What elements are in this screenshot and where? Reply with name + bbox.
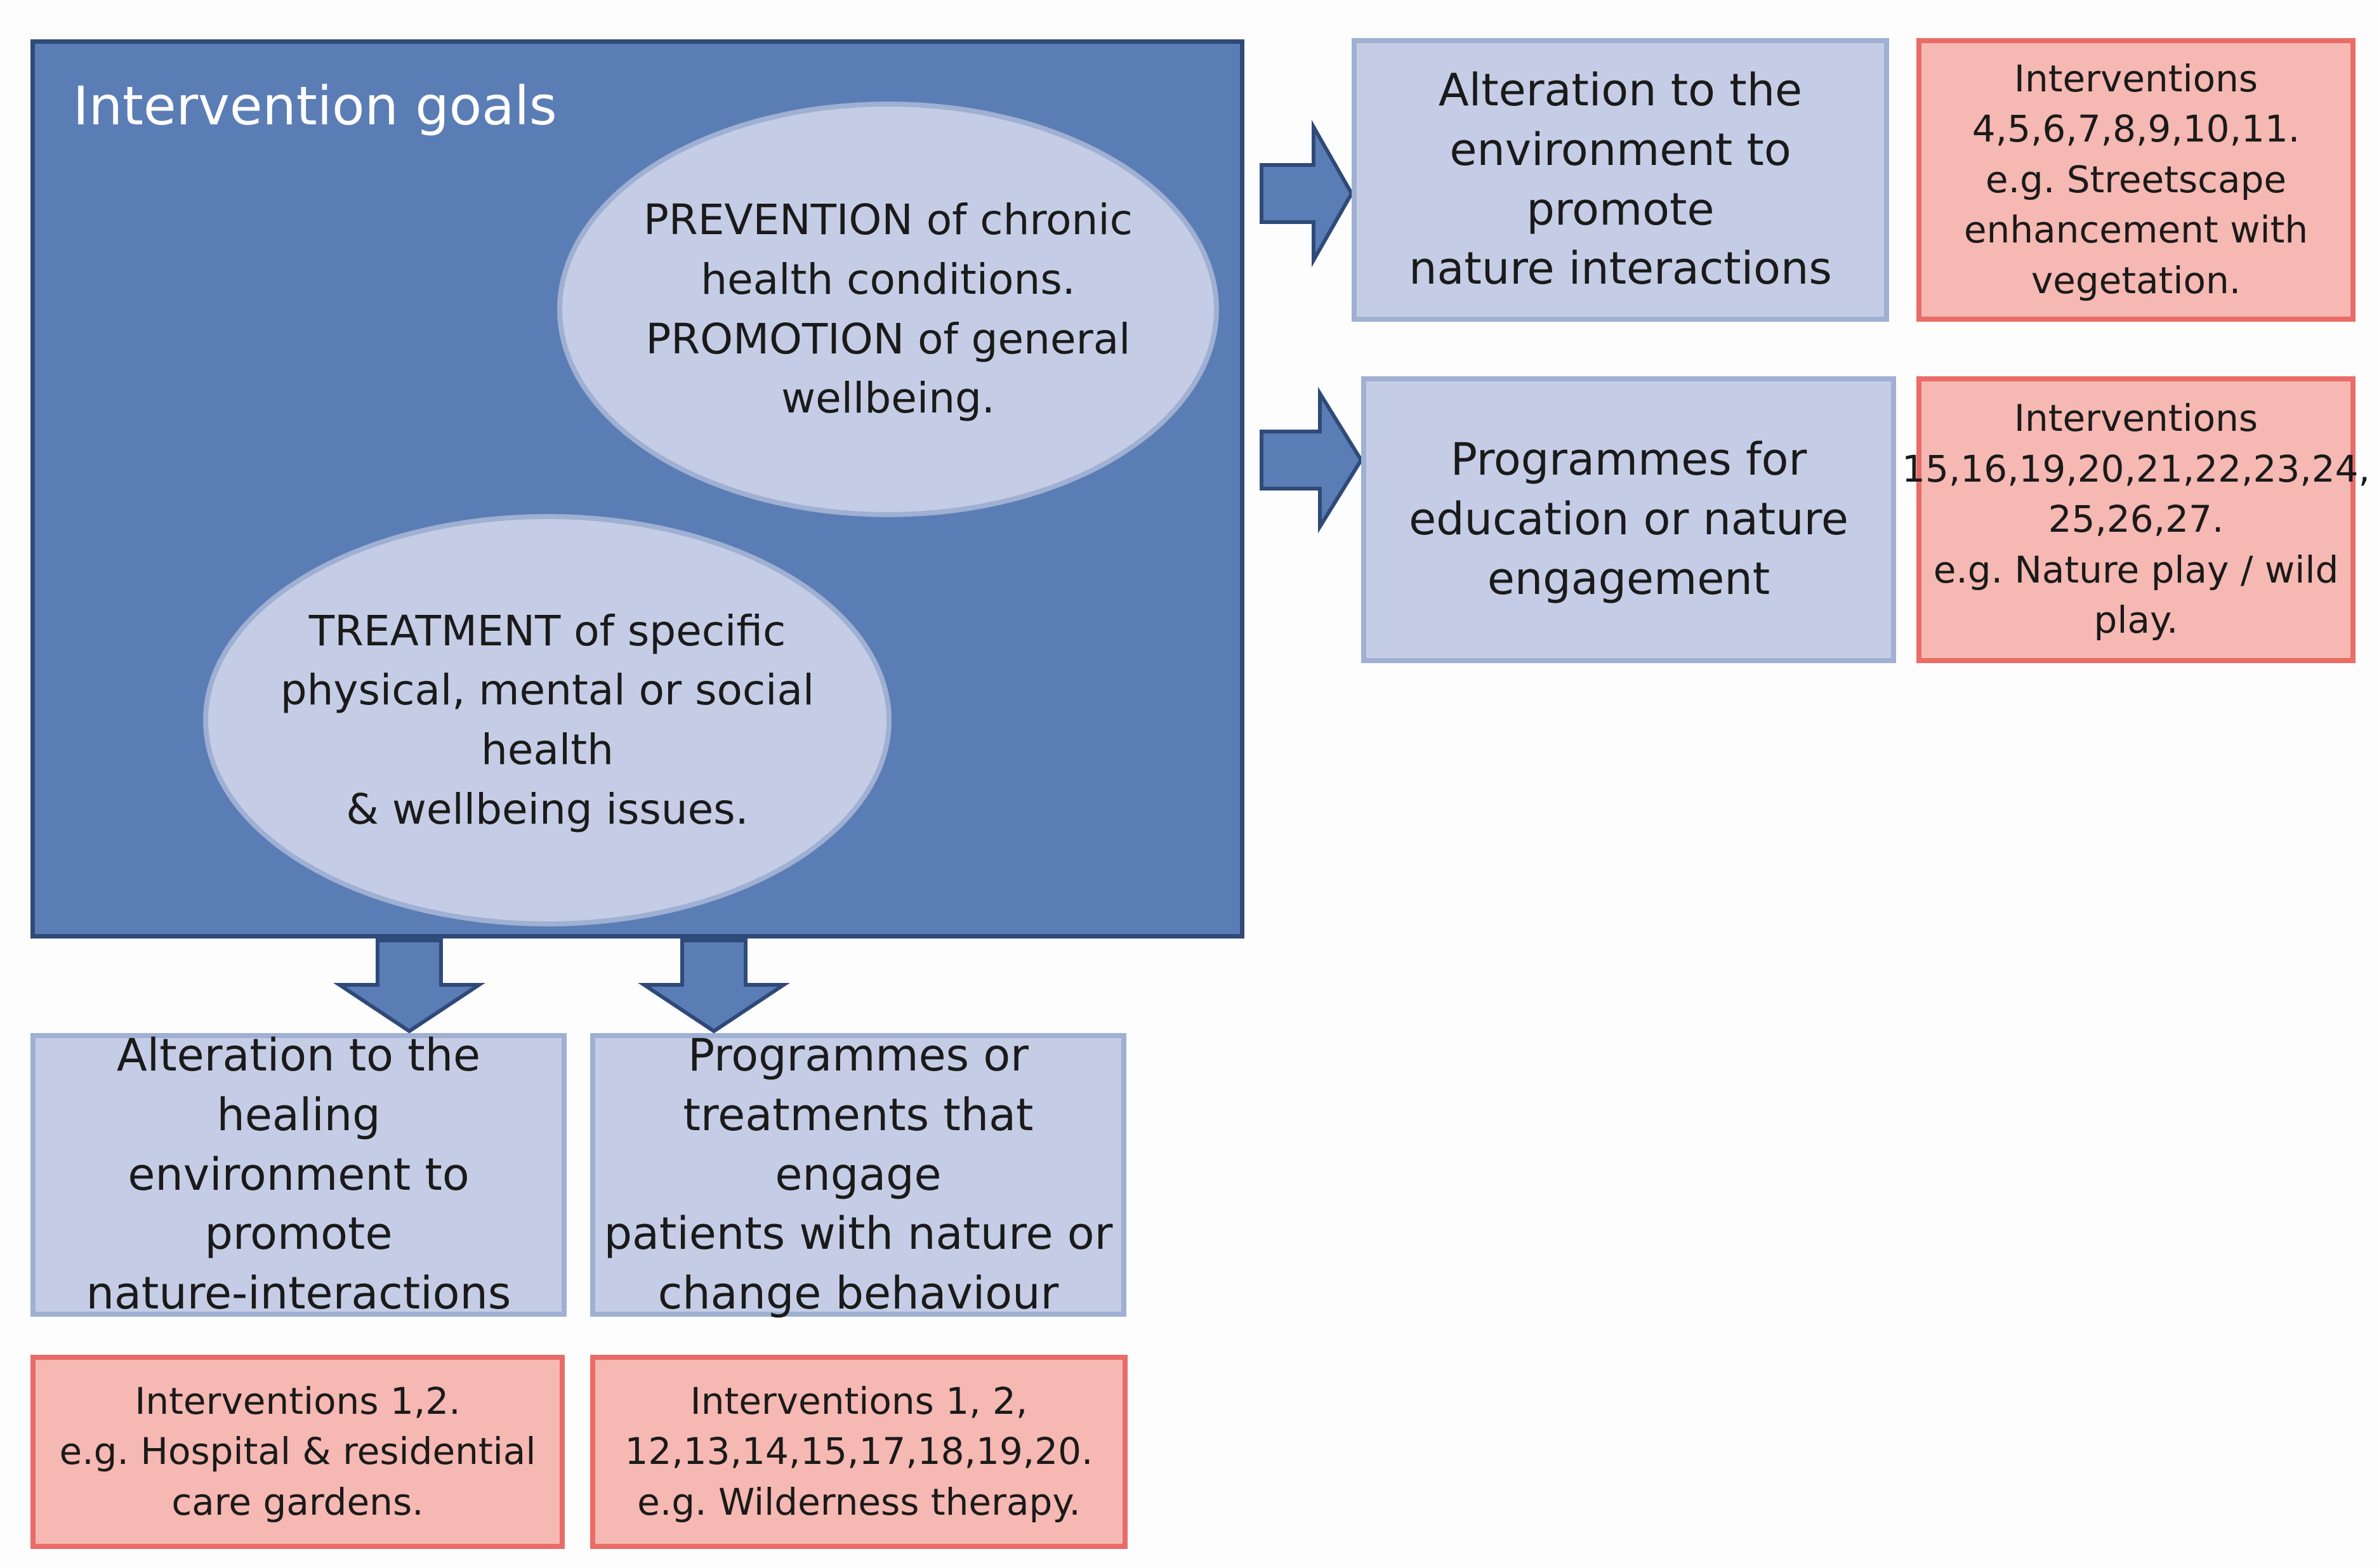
- education-interventions-line-3: 25,26,27.: [2048, 497, 2224, 541]
- education-programmes-box: Programmes for education or nature engag…: [1361, 376, 1896, 663]
- treatment-programmes-line-1: Programmes or: [688, 1029, 1029, 1082]
- arrow-right-middle: [1260, 386, 1364, 534]
- treatment-line-3: & wellbeing issues.: [346, 784, 749, 834]
- treatment-programmes-line-4: change behaviour: [657, 1267, 1059, 1320]
- promotion-line-1: PROMOTION of general: [645, 314, 1131, 364]
- environment-interventions-line-1: Interventions: [2013, 56, 2258, 100]
- treatment-interventions-line-1: Interventions 1, 2,: [690, 1379, 1028, 1423]
- education-interventions-line-4: e.g. Nature play / wild: [1933, 548, 2339, 591]
- environment-alteration-line-1: Alteration to the: [1438, 63, 1803, 116]
- education-interventions-box: Interventions 15,16,19,20,21,22,23,24, 2…: [1902, 376, 2370, 663]
- healing-interventions-line-3: care gardens.: [171, 1480, 424, 1524]
- treatment-interventions-line-3: e.g. Wilderness therapy.: [637, 1480, 1081, 1524]
- healing-interventions-box: Interventions 1,2. e.g. Hospital & resid…: [30, 1355, 565, 1549]
- prevention-promotion-ellipse: PREVENTION of chronic health conditions.…: [557, 102, 1219, 517]
- healing-environment-line-3: nature-interactions: [86, 1267, 511, 1320]
- education-interventions-line-1: Interventions: [2013, 397, 2258, 440]
- healing-environment-line-1: Alteration to the healing: [116, 1029, 481, 1141]
- treatment-interventions-line-2: 12,13,14,15,17,18,19,20.: [624, 1430, 1093, 1473]
- treatment-text: TREATMENT of specific physical, mental o…: [208, 602, 886, 840]
- treatment-interventions-box: Interventions 1, 2, 12,13,14,15,17,18,19…: [590, 1355, 1128, 1549]
- education-interventions-line-2: 15,16,19,20,21,22,23,24,: [1902, 447, 2370, 491]
- environment-alteration-line-2: environment to promote: [1449, 123, 1791, 235]
- treatment-programmes-line-2: treatments that engage: [683, 1088, 1034, 1201]
- arrow-down-left: [333, 939, 485, 1034]
- treatment-ellipse: TREATMENT of specific physical, mental o…: [203, 514, 892, 926]
- healing-interventions-line-2: e.g. Hospital & residential: [59, 1430, 536, 1473]
- education-programmes-line-3: engagement: [1487, 552, 1770, 605]
- healing-environment-line-2: environment to promote: [128, 1148, 470, 1260]
- arrow-down-right: [638, 939, 790, 1034]
- environment-interventions-line-5: vegetation.: [2031, 258, 2241, 302]
- environment-interventions-line-4: enhancement with: [1963, 208, 2309, 252]
- treatment-line-2: physical, mental or social health: [280, 666, 815, 774]
- arrow-right-top: [1260, 119, 1354, 268]
- treatment-programmes-line-3: patients with nature or: [603, 1208, 1113, 1260]
- prevention-promotion-text: PREVENTION of chronic health conditions.…: [643, 190, 1133, 428]
- treatment-programmes-box: Programmes or treatments that engage pat…: [590, 1029, 1126, 1319]
- environment-alteration-box: Alteration to the environment to promote…: [1352, 38, 1889, 322]
- prevention-line-1: PREVENTION of chronic: [643, 195, 1133, 245]
- environment-alteration-line-3: nature interactions: [1409, 242, 1832, 295]
- intervention-goals-title: Intervention goals: [73, 75, 557, 137]
- healing-interventions-line-1: Interventions 1,2.: [135, 1379, 461, 1423]
- environment-interventions-line-2: 4,5,6,7,8,9,10,11.: [1972, 107, 2300, 151]
- education-interventions-line-5: play.: [2093, 598, 2178, 642]
- environment-interventions-line-3: e.g. Streetscape: [1985, 157, 2287, 201]
- promotion-line-2: wellbeing.: [781, 374, 995, 423]
- treatment-line-1: TREATMENT of specific: [308, 606, 786, 656]
- education-programmes-line-1: Programmes for: [1450, 433, 1807, 486]
- healing-environment-box: Alteration to the healing environment to…: [30, 1029, 567, 1319]
- prevention-line-2: health conditions.: [701, 254, 1076, 304]
- environment-interventions-box: Interventions 4,5,6,7,8,9,10,11. e.g. St…: [1916, 38, 2356, 322]
- education-programmes-line-2: education or nature: [1409, 493, 1849, 546]
